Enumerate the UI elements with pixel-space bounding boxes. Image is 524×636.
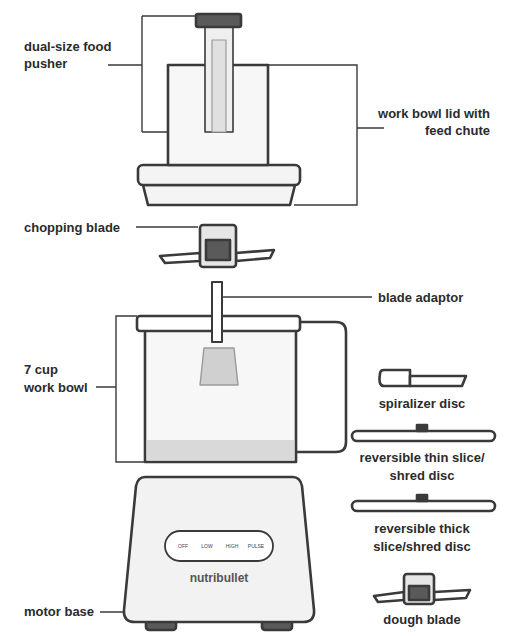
spiralizer-disc [410,376,466,386]
dough-blade-wing [374,592,404,602]
part-label: work bowl lid with feed chute [370,105,490,139]
blade-wing [236,250,274,261]
disc-knob [417,495,427,501]
part-label: blade adaptor [378,289,498,306]
pusher-tube [205,26,233,132]
thick-disc [352,501,495,511]
pusher-inner [212,40,226,132]
lid-skirt [143,185,295,205]
blade-hub [200,225,236,267]
part-label: motor base [24,603,144,620]
button-label: HIGH [220,543,244,549]
part-label: dough blade [362,611,482,628]
part-label: spiralizer disc [347,395,497,412]
blade-wing [160,253,200,263]
lid-assembly [138,14,300,205]
motor-base [124,477,314,622]
part-label: chopping blade [24,219,144,236]
button-label: OFF [171,543,195,549]
adaptor-leader [222,296,372,297]
pusher-cap [196,14,241,27]
bowl-body [145,330,296,462]
part-label: dual-size food pusher [24,38,114,72]
bowl-floor [147,440,294,460]
blade-adaptor-shaft [212,282,222,342]
disc-knob [417,425,427,431]
motor-base-art [124,477,314,630]
part-label: reversible thin slice/ shred disc [351,449,493,485]
spiralizer-disc [380,370,411,386]
blade-hub-band [206,240,230,260]
lid-plate [138,165,300,185]
dough-blade-wing [434,590,470,600]
part-label: 7 cup work bowl [24,361,90,397]
control-panel [165,531,273,561]
part-label: reversible thick slice/shred disc [361,520,483,556]
blade-leader [136,226,198,227]
button-label: LOW [195,543,219,549]
thin-disc [352,431,495,441]
brand-logo: nutribullet [169,571,269,585]
dough-blade-band [409,586,429,600]
button-label: PULSE [244,543,268,549]
dough-blade-hub [404,574,434,604]
bowl-spindle [200,348,238,385]
work-bowl-art [137,282,346,462]
bowl-bracket [96,316,145,462]
bowl-handle [296,322,346,452]
chopping-blade-art [160,225,274,267]
